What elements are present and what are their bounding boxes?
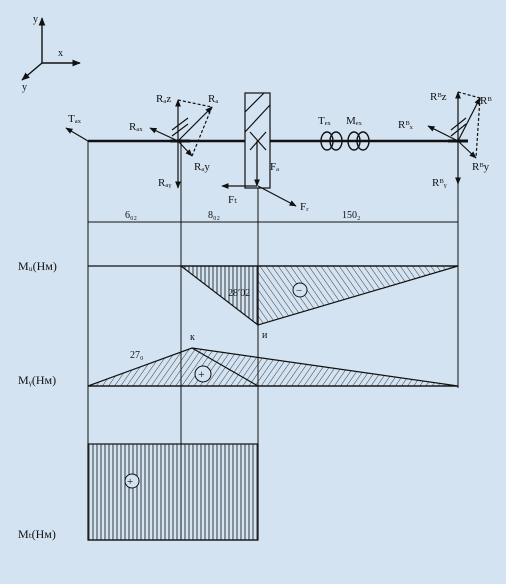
- my-label: Mᵧ(Hм): [18, 373, 56, 387]
- label-rbh: Rᴮᵧ: [432, 177, 447, 189]
- torque-arrow-left: [65, 127, 89, 142]
- label-rbx: Rᴮₓ: [398, 119, 414, 131]
- label-rax: Rₐₓ: [129, 121, 143, 133]
- dim-2: 8₀₂: [208, 210, 220, 221]
- my-diagram: [87, 347, 459, 387]
- axis-y-label: y: [33, 14, 38, 25]
- dim-1: 6₀₂: [125, 210, 137, 221]
- mz-tip: ᴎ: [262, 330, 268, 341]
- label-fa: Fₐ: [270, 161, 279, 173]
- gear: [221, 92, 297, 207]
- mt-sign: +: [127, 476, 133, 488]
- right-torques: [320, 131, 370, 151]
- label-mbx: Mₑₓ: [346, 115, 363, 127]
- label-ra: Rₐ: [208, 93, 218, 105]
- coordinate-axes: [21, 17, 81, 81]
- label-tbx: Tₑₓ: [318, 115, 332, 127]
- dim-3: 150₂: [342, 210, 361, 221]
- label-raz: Rₐz: [156, 93, 171, 105]
- mt-diagram: [87, 443, 259, 541]
- label-ft: Fₜ: [228, 194, 237, 206]
- my-value: 27₀: [130, 350, 144, 361]
- mz-sign: −: [296, 285, 302, 297]
- mz-value: 28ʹ02: [228, 288, 250, 299]
- right-bearing: [427, 91, 481, 185]
- label-fr: Fᵣ: [300, 201, 309, 213]
- left-bearing: [149, 99, 213, 189]
- mt-label: Mₜ(Hм): [18, 527, 56, 541]
- label-rbz: Rᴮz: [430, 91, 447, 103]
- label-rah: Rₐᵧ: [158, 177, 171, 189]
- mz-label: Mᵤ(Hм): [18, 259, 57, 273]
- my-sign: +: [198, 367, 205, 381]
- label-rby: Rᴮy: [472, 161, 490, 173]
- axis-z-label: y: [22, 82, 27, 93]
- mz-diagram: [88, 265, 459, 327]
- label-ray: Rₐy: [194, 161, 210, 173]
- axis-x-label: x: [58, 48, 63, 59]
- label-rb: Rᴮ: [480, 95, 492, 107]
- dimension-line: [87, 218, 459, 226]
- label-tax: Tₐₓ: [68, 113, 82, 125]
- my-peak: к: [190, 332, 195, 343]
